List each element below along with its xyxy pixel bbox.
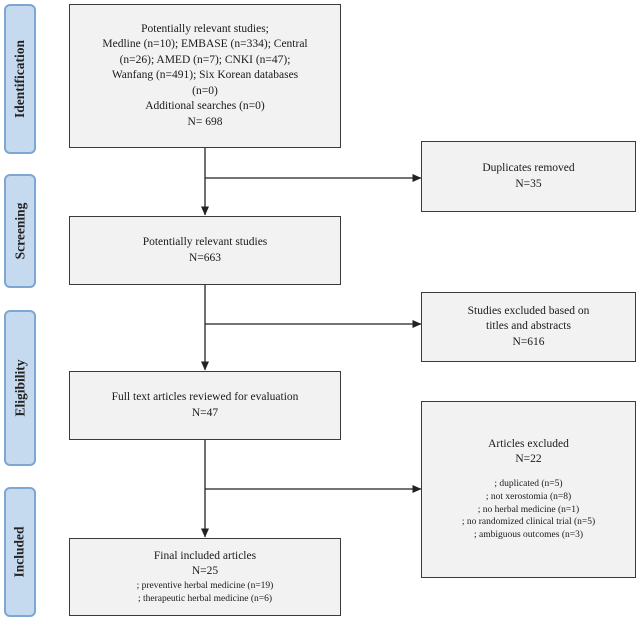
phase-eligibility: Eligibility bbox=[4, 310, 36, 466]
duplicates-title: Duplicates removed bbox=[482, 161, 575, 174]
phase-screening: Screening bbox=[4, 174, 36, 288]
identification-line-2: Medline (n=10); EMBASE (n=334); Central bbox=[102, 38, 308, 51]
articles-excluded-box: Articles excluded N=22 ; duplicated (n=5… bbox=[421, 401, 636, 578]
eligibility-box: Full text articles reviewed for evaluati… bbox=[69, 371, 341, 440]
identification-line-5: (n=0) bbox=[192, 84, 218, 97]
exclusion-reason: ; no randomized clinical trial (n=5) bbox=[461, 517, 596, 528]
included-box: Final included articles N=25 ; preventiv… bbox=[69, 538, 341, 616]
duplicates-count: N=35 bbox=[515, 177, 542, 190]
screening-count: N=663 bbox=[188, 251, 222, 264]
identification-line-3: (n=26); AMED (n=7); CNKI (n=47); bbox=[119, 53, 291, 66]
articles-excluded-title: Articles excluded bbox=[488, 437, 569, 450]
identification-line-4: Wanfang (n=491); Six Korean databases bbox=[111, 69, 299, 82]
exclusion-reason: ; not xerostomia (n=8) bbox=[485, 491, 572, 502]
eligibility-count: N=47 bbox=[191, 406, 219, 419]
excluded-titles-box: Studies excluded based on titles and abs… bbox=[421, 292, 636, 362]
exclusion-reason: ; duplicated (n=5) bbox=[494, 478, 563, 489]
included-detail: ; therapeutic herbal medicine (n=6) bbox=[137, 593, 273, 604]
screening-box: Potentially relevant studies N=663 bbox=[69, 216, 341, 285]
phase-included: Included bbox=[4, 487, 36, 617]
identification-line-6: Additional searches (n=0) bbox=[145, 100, 265, 113]
eligibility-title: Full text articles reviewed for evaluati… bbox=[111, 390, 299, 403]
exclusion-reason: ; ambiguous outcomes (n=3) bbox=[473, 530, 584, 541]
excluded-titles-line-1: Studies excluded based on bbox=[467, 304, 590, 317]
screening-title: Potentially relevant studies bbox=[142, 235, 268, 248]
duplicates-box: Duplicates removed N=35 bbox=[421, 141, 636, 212]
included-detail: ; preventive herbal medicine (n=19) bbox=[136, 580, 274, 591]
exclusion-reason: ; no herbal medicine (n=1) bbox=[477, 504, 580, 515]
articles-excluded-count: N=22 bbox=[515, 453, 542, 466]
included-title: Final included articles bbox=[153, 549, 257, 562]
phase-identification: Identification bbox=[4, 4, 36, 154]
identification-count: N= 698 bbox=[187, 115, 223, 128]
included-count: N=25 bbox=[191, 565, 219, 578]
excluded-titles-count: N=616 bbox=[512, 335, 545, 348]
identification-box: Potentially relevant studies; Medline (n… bbox=[69, 4, 341, 148]
identification-line-1: Potentially relevant studies; bbox=[141, 22, 269, 35]
excluded-titles-line-2: titles and abstracts bbox=[486, 320, 571, 333]
